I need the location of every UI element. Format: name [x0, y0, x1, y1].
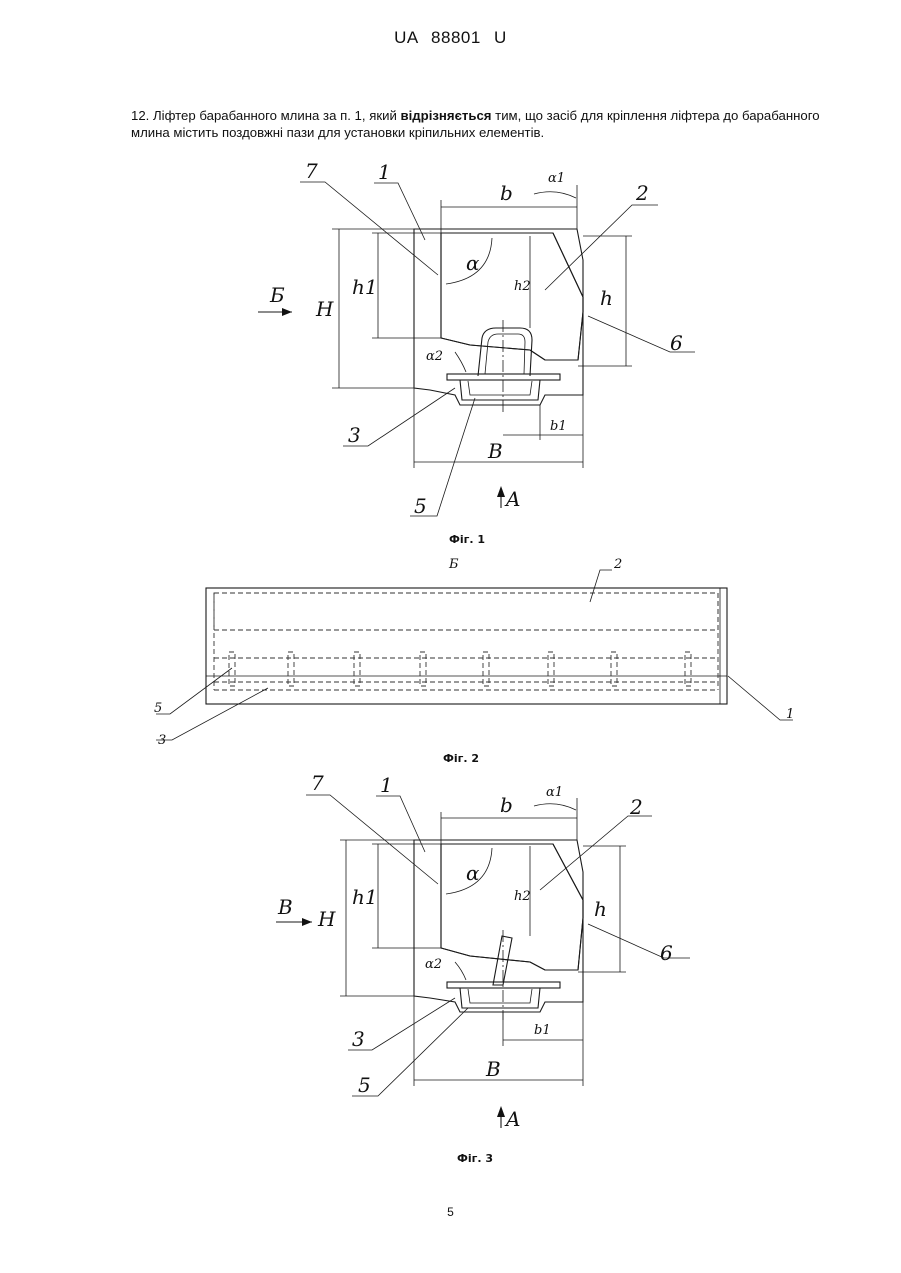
- fig1-plate: [447, 374, 560, 380]
- figure-3-caption: Фіг. 3: [457, 1152, 493, 1165]
- fig2-leader-5: [156, 668, 232, 714]
- fig3-label-7: 7: [311, 771, 324, 795]
- figure-3-drawing: 7 1 b α1 2 H h1 α h2 h 6 α2 В 3 b1 B 5 A: [276, 771, 690, 1131]
- fig2-leader-2: [590, 570, 612, 602]
- fig3-label-view: В: [277, 895, 293, 919]
- fig1-label-b: b: [500, 181, 513, 205]
- fig1-label-A: A: [504, 487, 520, 511]
- figure-1-drawing: 7 1 b α1 2 H h1 α h2 h 6 α2 Б 3 b1 B 5 A: [258, 159, 695, 518]
- fig3-label-B: B: [485, 1057, 501, 1081]
- fig2-label-2: 2: [613, 557, 622, 572]
- figure-2-drawing: Б 2 5 3 1: [154, 557, 794, 748]
- fig2-fastener: [548, 652, 554, 686]
- fig2-fastener: [229, 652, 235, 686]
- fig3-leader-2: [540, 816, 652, 890]
- fig3-view-arrow-head: [302, 918, 312, 926]
- fig1-label-1: 1: [378, 160, 391, 184]
- fig1-label-h2: h2: [514, 279, 531, 294]
- figure-2-caption: Фіг. 2: [443, 752, 479, 765]
- fig2-outer-body: [206, 588, 727, 704]
- fig1-label-2: 2: [635, 181, 649, 205]
- fig3-rubber-shell: [414, 840, 583, 1012]
- fig1-label-alpha2: α2: [426, 349, 443, 364]
- fig3-angle-alpha2-arc: [455, 962, 466, 980]
- fig1-fastener-loop-inner: [485, 334, 525, 374]
- fig3-core-bg: [441, 844, 583, 970]
- fig1-label-alpha1: α1: [548, 171, 565, 186]
- fig3-label-h2: h2: [514, 889, 531, 904]
- fig1-label-B: B: [487, 439, 503, 463]
- fig2-view-label: Б: [448, 557, 459, 572]
- fig2-fastener: [685, 652, 691, 686]
- fig1-leader-2: [545, 205, 658, 290]
- fig3-channel-inner: [468, 989, 532, 1003]
- fig2-label-3: 3: [158, 733, 166, 748]
- fig1-channel: [460, 380, 540, 400]
- fig1-label-h1: h1: [352, 275, 378, 299]
- fig3-label-A: A: [504, 1107, 520, 1131]
- fig1-leader-1: [374, 183, 425, 240]
- fig1-angle-alpha1-arc: [534, 192, 576, 198]
- fig1-core: [441, 233, 583, 360]
- fig2-label-5: 5: [154, 701, 162, 716]
- fig1-label-7: 7: [305, 159, 318, 183]
- fig1-label-H: H: [315, 297, 334, 321]
- fig1-channel-inner: [468, 381, 532, 395]
- fig1-view-arrow-head: [282, 308, 292, 316]
- fig3-view-A-head: [497, 1106, 505, 1117]
- fig3-core: [441, 844, 583, 970]
- page-number: 5: [0, 1205, 901, 1219]
- fig2-fastener: [420, 652, 426, 686]
- fig3-label-alpha2: α2: [425, 957, 442, 972]
- fig3-label-alpha1: α1: [546, 785, 563, 800]
- fig2-label-1: 1: [786, 707, 794, 722]
- fig3-channel: [460, 988, 540, 1008]
- fig3-label-1: 1: [380, 773, 393, 797]
- fig3-label-6: 6: [660, 941, 673, 965]
- fig2-fastener: [483, 652, 489, 686]
- fig3-label-b1: b1: [534, 1023, 551, 1038]
- fig2-core-outline: [214, 593, 718, 630]
- fig1-view-A-head: [497, 486, 505, 497]
- fig1-angle-alpha2-arc: [455, 352, 466, 372]
- fig1-label-h: h: [600, 286, 613, 310]
- fig3-label-b: b: [500, 793, 513, 817]
- fig3-label-5: 5: [358, 1073, 371, 1097]
- fig3-angle-alpha1-arc: [534, 804, 576, 810]
- fig2-fastener: [288, 652, 294, 686]
- fig1-label-b1: b1: [550, 419, 567, 434]
- fig2-fasteners: [229, 652, 691, 686]
- fig1-label-6: 6: [670, 331, 683, 355]
- fig2-fastener: [611, 652, 617, 686]
- fig3-label-h: h: [594, 897, 607, 921]
- fig3-leader-6: [588, 924, 690, 958]
- fig2-leader-1: [728, 676, 793, 720]
- fig3-label-alpha: α: [466, 861, 480, 885]
- fig3-label-2: 2: [629, 795, 643, 819]
- fig1-label-5: 5: [414, 494, 427, 518]
- fig1-label-alpha: α: [466, 251, 480, 275]
- fig3-label-H: H: [317, 907, 336, 931]
- fig1-label-3: 3: [348, 423, 361, 447]
- fig1-rubber-shell: [414, 229, 583, 405]
- fig2-fastener: [354, 652, 360, 686]
- fig3-inclined-bolt: [493, 936, 512, 985]
- fig2-leader-3: [156, 688, 268, 740]
- fig1-label-view: Б: [269, 283, 285, 307]
- fig3-label-h1: h1: [352, 885, 378, 909]
- fig3-label-3: 3: [352, 1027, 365, 1051]
- figure-1-caption: Фіг. 1: [449, 533, 485, 546]
